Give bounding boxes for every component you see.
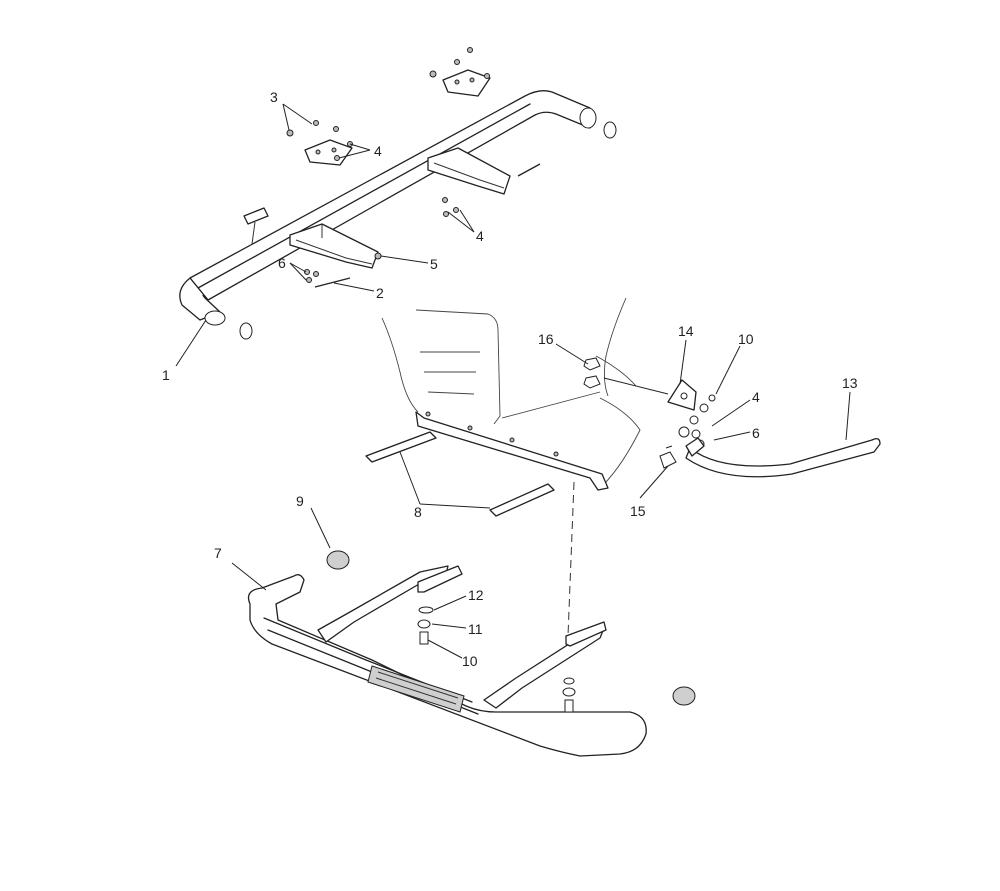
lower-hardware	[417, 606, 576, 713]
callout-1: 1	[162, 367, 170, 383]
leader-lines	[175, 103, 851, 659]
end-cap-9	[326, 550, 350, 570]
upper-bracket-right	[427, 147, 511, 195]
corner-bracket	[667, 379, 697, 411]
callout-10-top: 10	[738, 331, 754, 347]
nut-set-16	[583, 357, 601, 389]
slide-strip-left	[365, 431, 437, 463]
callout-9: 9	[296, 493, 304, 509]
callout-7: 7	[214, 545, 222, 561]
callout-4-right: 4	[752, 389, 760, 405]
callout-14: 14	[678, 323, 694, 339]
callout-3: 3	[270, 89, 278, 105]
mount-plate-right	[429, 47, 491, 97]
callout-5: 5	[430, 256, 438, 272]
callout-2: 2	[376, 285, 384, 301]
callout-4-mid: 4	[476, 228, 484, 244]
callout-4-top: 4	[374, 143, 382, 159]
alignment-line	[567, 481, 575, 637]
end-cap-lower-right	[672, 686, 696, 706]
callout-12: 12	[468, 587, 484, 603]
side-tube	[685, 437, 881, 478]
callout-10-bottom: 10	[462, 653, 478, 669]
bolt-pin-left	[304, 252, 382, 288]
bolt-pin-right	[442, 163, 541, 217]
vehicle-body-outline	[381, 297, 641, 491]
callout-6-left: 6	[278, 255, 286, 271]
callout-6-right: 6	[752, 425, 760, 441]
mount-plate-left	[286, 120, 353, 166]
slide-strip-right	[489, 483, 555, 517]
callout-15: 15	[630, 503, 646, 519]
lower-bumper	[247, 565, 647, 757]
upper-bracket-left	[289, 223, 379, 269]
callouts: 1 2 3 4 4 4 5 6 6 7 8 9 10 10 11 12 13 1…	[162, 89, 858, 669]
callout-8: 8	[414, 504, 422, 520]
callout-11: 11	[468, 621, 483, 637]
callout-16: 16	[538, 331, 554, 347]
upper-bumper-tube	[179, 90, 617, 340]
callout-13: 13	[842, 375, 858, 391]
